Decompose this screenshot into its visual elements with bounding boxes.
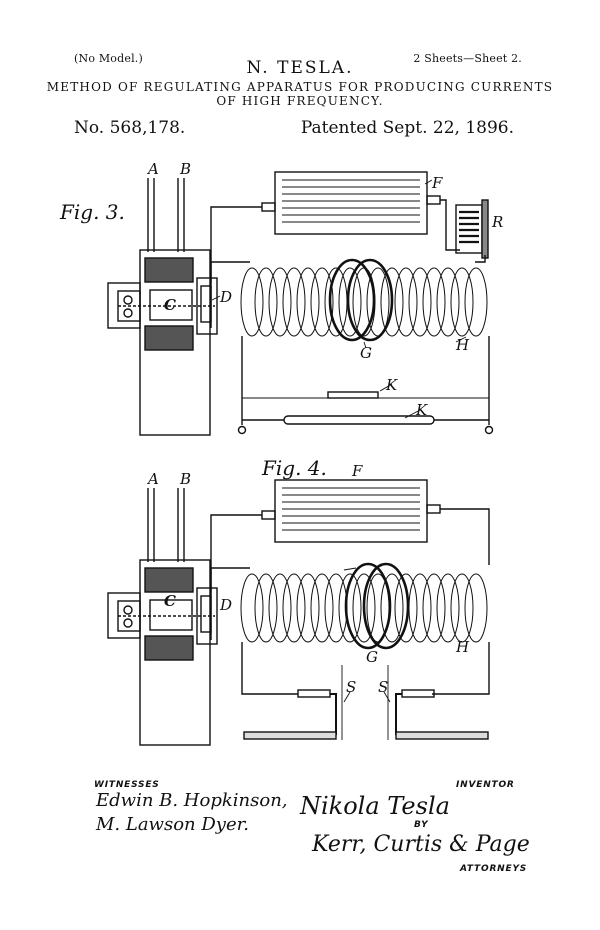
- fig3-label-a: A: [148, 160, 159, 178]
- patent-number: No. 568,178.: [74, 118, 186, 138]
- patent-title-line2: OF HIGH FREQUENCY.: [216, 94, 384, 108]
- fig3-label-r: R: [492, 213, 504, 231]
- fig4-diagram: [107, 479, 490, 746]
- fig3-label-k2: K: [416, 401, 428, 419]
- witness-signature-1: Edwin B. Hopkinson,: [96, 790, 288, 811]
- fig4-condenser-terminal-right: [426, 504, 441, 514]
- fig3-primary-wire: [210, 261, 250, 328]
- inventor-name: N. TESLA.: [246, 58, 354, 78]
- fig4-wire-to-condenser: [210, 514, 262, 593]
- fig3-rotor: [149, 289, 193, 321]
- fig4-right-bearing: [196, 587, 218, 645]
- fig4-label-s1: S: [346, 678, 357, 696]
- fig4-label-b: B: [180, 470, 192, 488]
- fig4-spark-gap-guides: [341, 665, 389, 740]
- attorneys-label: ATTORNEYS: [460, 864, 528, 874]
- model-note: (No Model.): [74, 52, 143, 65]
- fig4-output-wires: [241, 642, 490, 695]
- fig3-terminal-left: [237, 425, 247, 435]
- fig4-condenser-terminal-left: [261, 510, 276, 520]
- fig3-primary-return: [475, 255, 486, 263]
- fig4-label-c: C: [164, 592, 176, 610]
- fig3-resistance-base: [481, 199, 489, 259]
- fig3-label-f: F: [432, 174, 443, 192]
- fig3-title: Fig. 3.: [60, 200, 125, 224]
- fig4-terminal-wires: [147, 488, 185, 562]
- fig4-condenser-plates: [282, 487, 420, 531]
- fig3-condenser-terminal-left: [261, 202, 276, 212]
- patent-title: METHOD OF REGULATING APPARATUS FOR PRODU…: [0, 80, 600, 108]
- fig3-resistance-coil: [459, 210, 479, 244]
- fig3-diagram: [107, 171, 494, 436]
- witnesses-label: WITNESSES: [94, 780, 160, 790]
- fig4-field-magnet-top: [144, 567, 194, 593]
- fig3-secondary-coil: [240, 267, 488, 337]
- fig4-electrode-right: [401, 689, 435, 698]
- fig4-field-magnet-bottom: [144, 635, 194, 661]
- fig4-title: Fig. 4.: [262, 456, 327, 480]
- fig4-label-f: F: [352, 462, 363, 480]
- fig3-primary-loop-2: [346, 258, 394, 342]
- fig4-secondary-coil: [240, 573, 488, 643]
- patent-title-line1: METHOD OF REGULATING APPARATUS FOR PRODU…: [46, 80, 554, 94]
- fig4-leader-lines: [343, 567, 391, 703]
- fig4-primary-loop-1: [344, 562, 392, 650]
- fig4-label-a: A: [148, 470, 159, 488]
- fig3-vacuum-tube-k2: [283, 415, 435, 425]
- fig4-primary-wire: [210, 567, 250, 640]
- fig3-output-wires: [241, 336, 490, 425]
- fig4-condenser: [274, 479, 428, 543]
- fig3-label-g: G: [360, 344, 372, 362]
- fig3-wire-to-resistance: [440, 199, 460, 251]
- inventor-signature: Nikola Tesla: [300, 792, 450, 820]
- attorneys-signature: Kerr, Curtis & Page: [312, 832, 530, 857]
- fig3-field-magnet-bottom: [144, 325, 194, 351]
- fig4-electrode-left: [297, 689, 331, 698]
- fig3-condenser: [274, 171, 428, 235]
- fig3-field-magnet-top: [144, 257, 194, 283]
- fig3-label-b: B: [180, 160, 192, 178]
- fig3-generator-housing: [139, 249, 211, 436]
- fig3-condenser-plates: [282, 179, 420, 223]
- patent-date: Patented Sept. 22, 1896.: [300, 118, 514, 138]
- fig4-label-g: G: [366, 648, 378, 666]
- fig4-label-s2: S: [378, 678, 389, 696]
- fig4-wire-right: [440, 508, 490, 565]
- fig3-terminal-right: [484, 425, 494, 435]
- fig3-label-d: D: [220, 288, 233, 306]
- fig3-terminal-wires: [147, 178, 185, 252]
- fig4-label-d: D: [220, 596, 233, 614]
- inventor-label: INVENTOR: [456, 780, 515, 790]
- fig3-bearing-bolt-1: [123, 295, 133, 305]
- fig4-primary-loop-2: [362, 562, 410, 650]
- fig4-base-right: [395, 731, 489, 740]
- fig3-condenser-terminal-right: [426, 195, 441, 205]
- fig4-bearing-bolt-2: [123, 618, 133, 628]
- fig3-label-k1: K: [386, 376, 398, 394]
- fig4-label-h: H: [456, 638, 470, 656]
- fig4-rotor: [149, 599, 193, 631]
- fig3-right-bearing: [196, 277, 218, 335]
- sheet-note: 2 Sheets—Sheet 2.: [413, 52, 522, 65]
- fig4-bearing-bolt-1: [123, 605, 133, 615]
- fig3-label-h: H: [456, 336, 470, 354]
- fig3-vacuum-tube-k1: [327, 391, 379, 399]
- fig3-bearing-bolt-2: [123, 308, 133, 318]
- fig4-spark-rods: [330, 693, 402, 735]
- fig3-label-c: C: [164, 296, 176, 314]
- fig4-generator-housing: [139, 559, 211, 746]
- by-label: BY: [414, 820, 429, 830]
- fig3-leader-lines: [211, 179, 467, 419]
- fig3-primary-loop-1: [328, 258, 376, 342]
- fig3-wire-to-condenser: [210, 206, 262, 283]
- fig4-base-left: [243, 731, 337, 740]
- witness-signature-2: M. Lawson Dyer.: [96, 814, 249, 835]
